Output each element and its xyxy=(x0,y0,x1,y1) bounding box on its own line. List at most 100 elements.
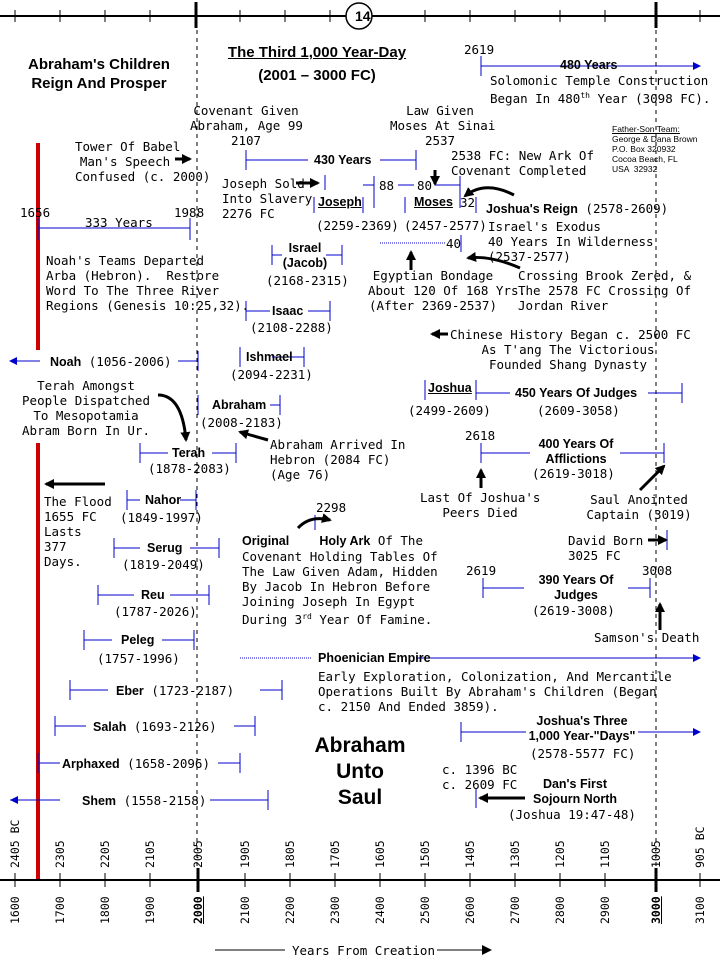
fc-tick-10: 2600 xyxy=(463,896,477,924)
label-samson: Samson's Death xyxy=(594,630,700,645)
fc-tick-3: 1900 xyxy=(143,896,157,924)
fc-tick-7: 2300 xyxy=(328,896,342,924)
label-joseph-sold: Joseph Sold Into Slavery 2276 FC xyxy=(222,176,313,221)
label-new-ark: 2538 FC: New Ark Of Covenant Completed xyxy=(451,148,594,178)
label-bondage: Egyptian Bondage About 120 Of 168 Yrs. (… xyxy=(368,268,527,313)
israel-dates: (2168-2315) xyxy=(266,273,349,288)
label-80: 80 xyxy=(417,178,433,193)
terah-name: Terah xyxy=(172,446,206,460)
joshua-name: Joshua xyxy=(428,381,472,395)
serug-dates: (1819-2049) xyxy=(122,557,205,572)
fc-tick-8: 2400 xyxy=(373,896,387,924)
fc-tick-2: 1800 xyxy=(98,896,112,924)
label-flood: The Flood 1655 FC Lasts 377 Days. xyxy=(44,494,112,569)
label-40: 40 xyxy=(446,236,462,251)
bc-tick-14: 1005 xyxy=(649,840,663,868)
bc-tick-7: 1705 xyxy=(328,840,342,868)
fc-tick-14: 3000 xyxy=(649,896,663,924)
page-number: 14 xyxy=(355,8,371,24)
label-chinese: Chinese History Began c. 2500 FC As T'an… xyxy=(450,327,691,372)
label-400-afflictions: 400 Years Of Afflictions xyxy=(538,437,614,466)
isaac-dates: (2108-2288) xyxy=(250,320,333,335)
label-c1396: c. 1396 BC c. 2609 FC xyxy=(442,762,518,792)
bc-tick-1: 2305 xyxy=(53,840,67,868)
bc-tick-5: 1905 xyxy=(238,840,252,868)
bc-tick-2: 2205 xyxy=(98,840,112,868)
fc-tick-15: 3100 xyxy=(693,896,707,924)
fc-tick-12: 2800 xyxy=(553,896,567,924)
center-title-line2: (2001 – 3000 FC) xyxy=(258,67,376,84)
team-credit: Father-Son Team:George & Dana Brown P.O.… xyxy=(612,124,698,174)
israel-name: Israel (Jacob) xyxy=(282,241,328,270)
bc-tick-9: 1505 xyxy=(418,840,432,868)
label-temple: Solomonic Temple Construction Began In 4… xyxy=(490,73,711,107)
fc-tick-6: 2200 xyxy=(283,896,297,924)
nahor-dates: (1849-1997) xyxy=(120,510,203,525)
ishmael-name: Ishmael xyxy=(246,350,293,364)
fc-tick-9: 2500 xyxy=(418,896,432,924)
label-covenant-given: Covenant Given Abraham, Age 99 2107 xyxy=(190,103,303,148)
afflictions-dates: (2619-3018) xyxy=(532,466,615,481)
label-arphaxed: Arphaxed (1658-2096) xyxy=(62,756,210,771)
fc-tick-4: 2000 xyxy=(191,896,205,924)
ishmael-dates: (2094-2231) xyxy=(230,367,313,382)
label-phoenician-body: Early Exploration, Colonization, And Mer… xyxy=(318,669,672,714)
center-title-line1: The Third 1,000 Year-Day xyxy=(227,44,407,61)
fc-tick-0: 1600 xyxy=(8,896,22,924)
label-noah-teams: Noah's Teams Departed Arba (Hebron). Res… xyxy=(46,253,250,313)
bc-tick-11: 1305 xyxy=(508,840,522,868)
label-88: 88 xyxy=(379,178,395,193)
bc-tick-8: 1605 xyxy=(373,840,387,868)
label-david: David Born 3025 FC xyxy=(568,533,644,563)
judges390-dates: (2619-3008) xyxy=(532,603,615,618)
bc-tick-13: 1105 xyxy=(598,840,612,868)
label-eber: Eber (1723-2187) xyxy=(116,683,235,698)
blue-spans xyxy=(9,56,701,810)
moses-name: Moses xyxy=(414,195,453,209)
bc-tick-4: 2005 xyxy=(191,840,205,868)
label-3008: 3008 xyxy=(642,563,673,578)
label-zered: Crossing Brook Zered, & The 2578 FC Cros… xyxy=(518,268,692,313)
label-noah: Noah (1056-2006) xyxy=(50,354,172,369)
joseph-dates: (2259-2369) xyxy=(316,218,399,233)
joshua-three-dates: (2578-5577 FC) xyxy=(530,746,636,761)
label-hebron: Abraham Arrived In Hebron (2084 FC) (Age… xyxy=(270,437,406,482)
serug-name: Serug xyxy=(147,541,183,555)
fc-tick-5: 2100 xyxy=(238,896,252,924)
label-430-years: 430 Years xyxy=(314,153,372,167)
label-2619b: 2619 xyxy=(466,563,497,578)
fc-tick-11: 2700 xyxy=(508,896,522,924)
fc-tick-13: 2900 xyxy=(598,896,612,924)
label-joshua-three: Joshua's Three 1,000 Year-"Days" xyxy=(528,714,636,743)
label-333-years: 333 Years xyxy=(85,215,153,230)
label-saul: Saul Anointed Captain (3019) xyxy=(586,492,692,522)
bc-tick-3: 2105 xyxy=(143,840,157,868)
nahor-name: Nahor xyxy=(145,493,182,507)
top-axis-ticks xyxy=(14,10,701,22)
page-number-circle xyxy=(345,2,373,30)
dan-dates: (Joshua 19:47-48) xyxy=(508,807,636,822)
shem-arrowhead xyxy=(10,796,18,804)
label-2619a: 2619 xyxy=(464,42,495,57)
moses-dates: (2457-2577) xyxy=(404,218,487,233)
terah-dates: (1878-2083) xyxy=(148,461,231,476)
reu-dates: (1787-2026) xyxy=(114,604,197,619)
bottom-axis-ticks xyxy=(14,873,701,887)
label-salah: Salah (1693-2126) xyxy=(93,719,217,734)
judges450-dates: (2609-3058) xyxy=(537,403,620,418)
label-shem: Shem (1558-2158) xyxy=(82,793,207,808)
joshua-dates: (2499-2609) xyxy=(408,403,491,418)
label-480-years: 480 Years xyxy=(560,58,618,72)
label-1988: 1988 xyxy=(174,205,205,220)
label-exodus: Israel's Exodus 40 Years In Wilderness (… xyxy=(488,219,654,264)
bc-tick-6: 1805 xyxy=(283,840,297,868)
black-arrows xyxy=(44,154,668,803)
big-title: Abraham Unto Saul xyxy=(314,734,406,809)
label-1656: 1656 xyxy=(20,205,51,220)
label-dan: Dan's First Sojourn North xyxy=(532,777,617,806)
label-last-joshua: Last Of Joshua's Peers Died xyxy=(420,490,541,520)
label-joshua-reign: Joshua's Reign (2578-2609) xyxy=(486,201,669,216)
joseph-name: Joseph xyxy=(318,195,362,209)
